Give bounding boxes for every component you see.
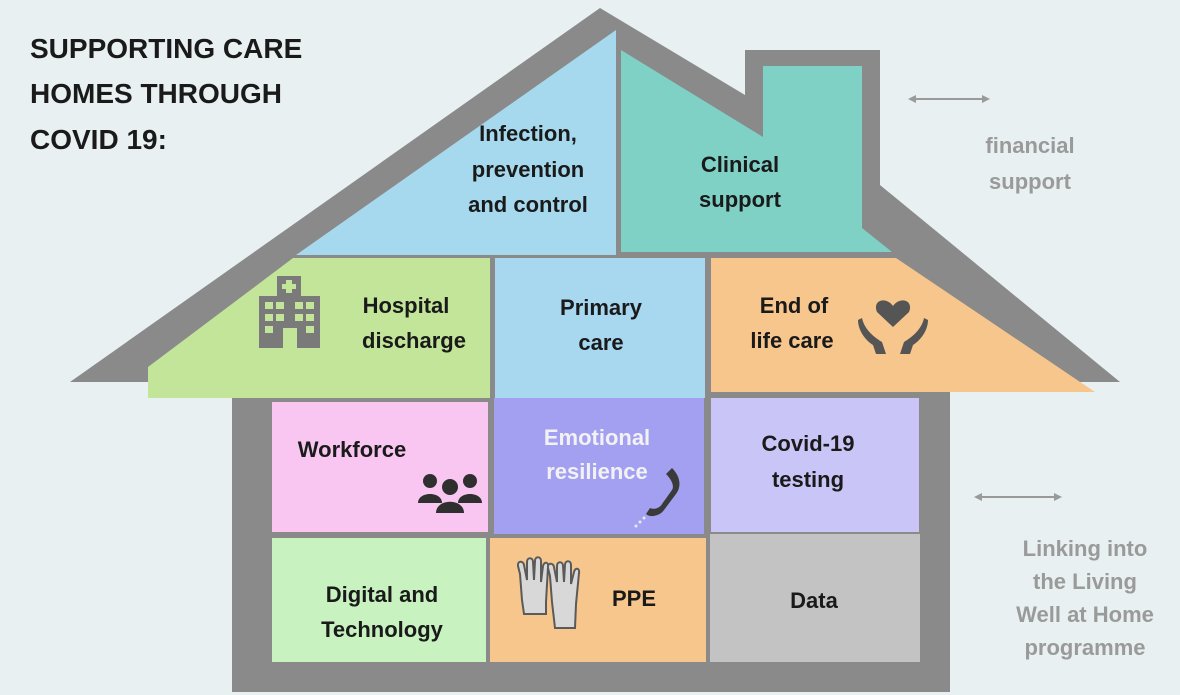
covid-line-2: testing bbox=[772, 467, 844, 492]
endoflife-line-1: End of bbox=[760, 293, 829, 318]
linking-line-2: the Living bbox=[1033, 569, 1137, 594]
hospital-icon bbox=[259, 276, 320, 348]
label-data: Data bbox=[790, 588, 838, 613]
linking-line-4: programme bbox=[1024, 635, 1145, 660]
block-emotional-resilience bbox=[494, 398, 704, 534]
side-note-financial: financial support bbox=[985, 133, 1074, 194]
label-clinical-support: Clinical support bbox=[699, 152, 782, 212]
linking-line-3: Well at Home bbox=[1016, 602, 1154, 627]
label-hospital-discharge: Hospital discharge bbox=[362, 293, 466, 353]
block-data bbox=[710, 534, 920, 662]
block-infection-prevention bbox=[296, 30, 616, 255]
infection-line-1: Infection, bbox=[479, 121, 577, 146]
people-group-icon bbox=[418, 474, 482, 513]
infection-line-3: and control bbox=[468, 192, 588, 217]
financial-line-2: support bbox=[989, 169, 1072, 194]
infection-line-2: prevention bbox=[472, 157, 584, 182]
ppe-line-1: PPE bbox=[612, 586, 656, 611]
primary-line-1: Primary bbox=[560, 295, 643, 320]
double-arrow-icon bbox=[974, 493, 1062, 501]
gloves-icon bbox=[516, 556, 581, 629]
heart-hands-icon bbox=[858, 300, 928, 354]
label-digital-technology: Digital and Technology bbox=[321, 582, 444, 642]
digital-line-1: Digital and bbox=[326, 582, 438, 607]
block-end-of-life-care bbox=[711, 258, 1095, 392]
clinical-line-1: Clinical bbox=[701, 152, 779, 177]
data-line-1: Data bbox=[790, 588, 838, 613]
title-line-1: SUPPORTING CARE bbox=[30, 33, 302, 64]
label-covid-testing: Covid-19 testing bbox=[762, 431, 855, 492]
title-line-2: HOMES THROUGH bbox=[30, 78, 282, 109]
financial-line-1: financial bbox=[985, 133, 1074, 158]
label-emotional-resilience: Emotional resilience bbox=[544, 425, 650, 484]
digital-line-2: Technology bbox=[321, 617, 444, 642]
emotional-line-1: Emotional bbox=[544, 425, 650, 450]
endoflife-line-2: life care bbox=[750, 328, 833, 353]
block-digital-technology bbox=[272, 538, 486, 662]
covid-line-1: Covid-19 bbox=[762, 431, 855, 456]
label-ppe: PPE bbox=[612, 586, 656, 611]
side-note-linking: Linking into the Living Well at Home pro… bbox=[1016, 536, 1154, 660]
workforce-line-1: Workforce bbox=[298, 437, 406, 462]
title-line-3: COVID 19: bbox=[30, 124, 167, 155]
block-covid-testing bbox=[711, 398, 919, 532]
linking-line-1: Linking into bbox=[1023, 536, 1148, 561]
block-clinical-support bbox=[621, 50, 892, 252]
label-workforce: Workforce bbox=[298, 437, 406, 462]
double-arrow-icon bbox=[908, 95, 990, 103]
emotional-line-2: resilience bbox=[546, 459, 648, 484]
hospital-line-2: discharge bbox=[362, 328, 466, 353]
hospital-line-1: Hospital bbox=[363, 293, 450, 318]
phone-icon bbox=[634, 468, 680, 528]
label-primary-care: Primary care bbox=[560, 295, 643, 355]
label-infection-prevention: Infection, prevention and control bbox=[468, 121, 588, 217]
primary-line-2: care bbox=[578, 330, 623, 355]
label-end-of-life-care: End of life care bbox=[750, 293, 833, 353]
clinical-line-2: support bbox=[699, 187, 782, 212]
block-primary-care bbox=[495, 258, 705, 398]
page-title: SUPPORTING CARE HOMES THROUGH COVID 19: bbox=[30, 33, 302, 155]
